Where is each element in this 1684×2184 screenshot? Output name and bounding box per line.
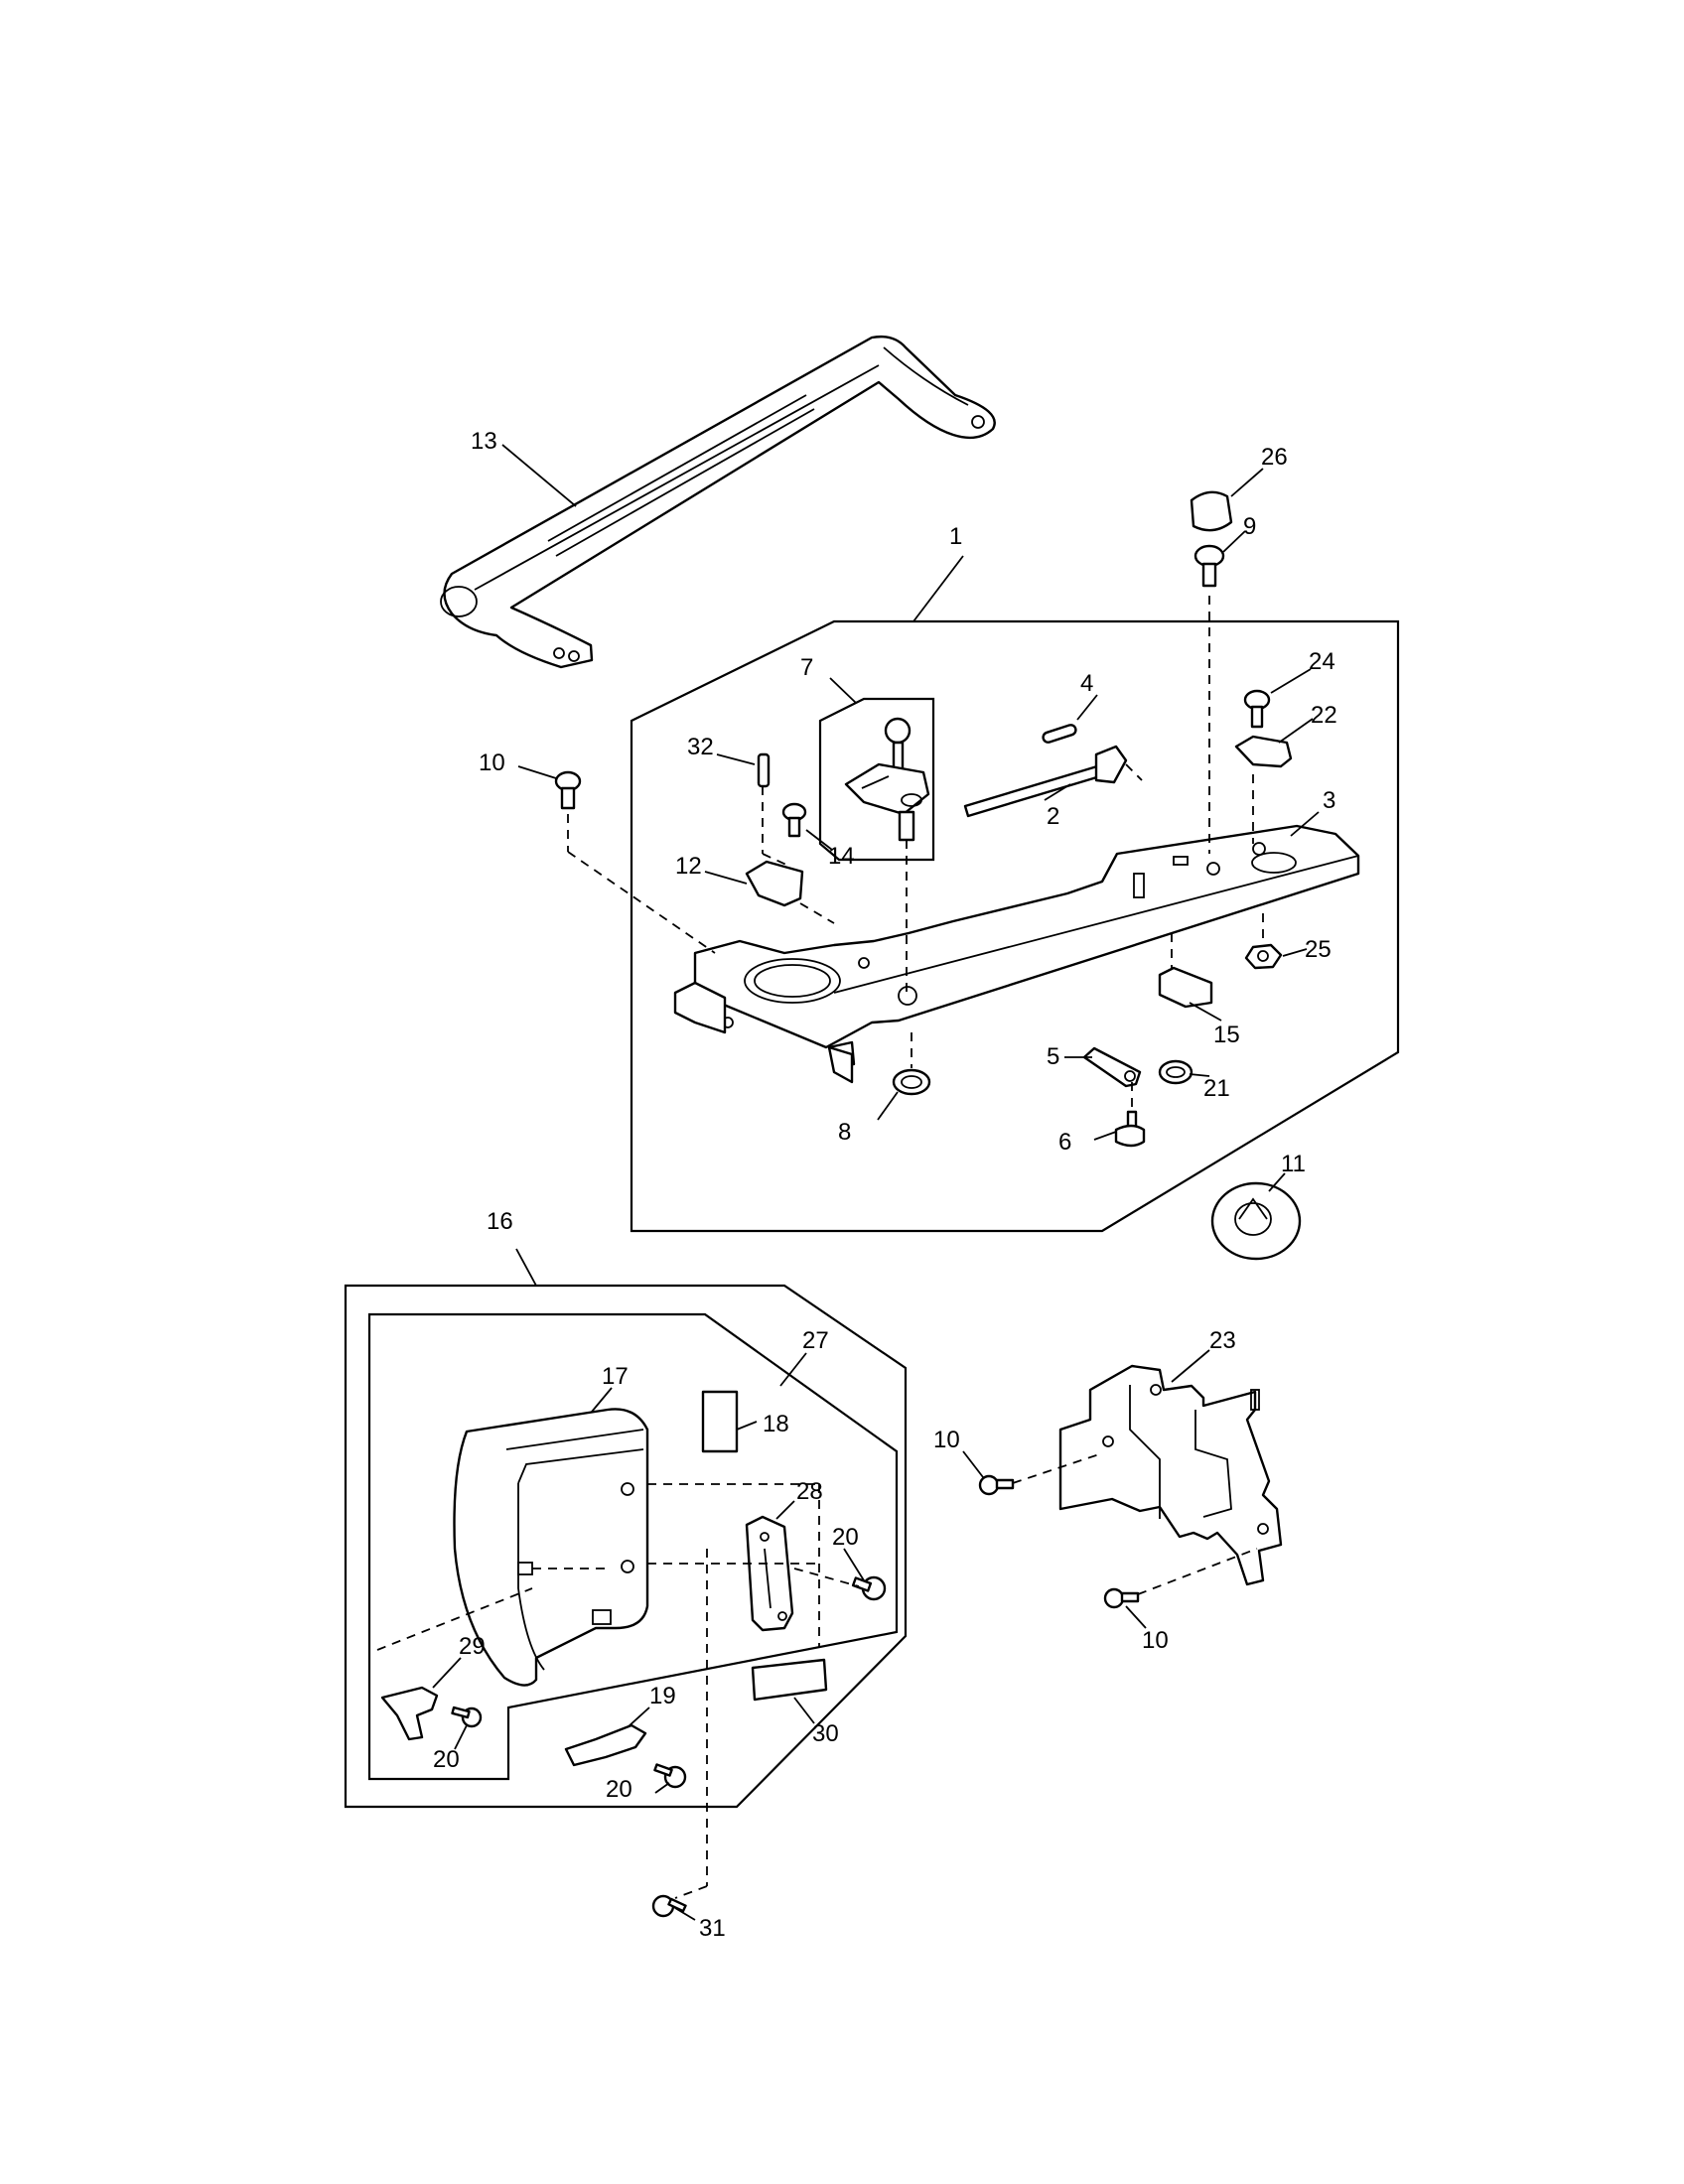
callout-17: 17: [602, 1363, 629, 1390]
part-16-group-outline: [344, 1284, 908, 1809]
bracket: [1234, 735, 1293, 768]
screw: [1103, 1587, 1140, 1609]
latch: [380, 1686, 439, 1741]
part-27-group-outline: [367, 1312, 899, 1781]
mounting-bracket: [1058, 1364, 1283, 1586]
screw: [1114, 1110, 1146, 1148]
callout-5: 5: [1047, 1043, 1059, 1070]
callout-10: 10: [479, 750, 505, 776]
callout-3: 3: [1323, 787, 1335, 814]
callout-25: 25: [1305, 936, 1332, 963]
screw: [978, 1474, 1015, 1496]
hinge-plate: [745, 1515, 794, 1632]
callout-27: 27: [802, 1327, 829, 1354]
knob: [1158, 966, 1213, 1009]
callout-21: 21: [1203, 1075, 1230, 1102]
callout-12: 12: [675, 853, 702, 880]
callout-26: 26: [1261, 444, 1288, 471]
callout-20: 20: [606, 1776, 632, 1803]
screw: [451, 1706, 483, 1728]
callout-6: 6: [1058, 1129, 1071, 1156]
part-7-group-outline: [818, 697, 935, 862]
callout-13: 13: [471, 428, 497, 455]
nut: [1244, 943, 1283, 970]
callout-31: 31: [699, 1915, 726, 1942]
screw: [781, 802, 807, 838]
pin: [757, 752, 771, 788]
callout-29: 29: [459, 1633, 486, 1660]
part-1-group-outline: [630, 619, 1400, 1233]
screw: [653, 1763, 687, 1789]
main-base-plate: [673, 824, 1360, 1084]
callout-16: 16: [487, 1208, 513, 1235]
callout-10: 10: [1142, 1627, 1169, 1654]
callout-labels: 13 26 9 1 7 4 24 22 32 10 2 3 14 12 25 1…: [433, 428, 1337, 1942]
carrying-handle: [440, 335, 996, 669]
pin: [1042, 724, 1077, 744]
label: [701, 1390, 739, 1453]
callout-9: 9: [1243, 513, 1256, 540]
callout-20: 20: [433, 1746, 460, 1773]
callout-24: 24: [1309, 648, 1335, 675]
callout-15: 15: [1213, 1022, 1240, 1048]
clip: [564, 1723, 647, 1767]
callout-11: 11: [1281, 1151, 1306, 1177]
front-cover: [453, 1408, 649, 1687]
callout-23: 23: [1209, 1327, 1236, 1354]
label: [751, 1658, 828, 1702]
callout-18: 18: [763, 1411, 789, 1437]
callout-32: 32: [687, 734, 714, 760]
washer: [1158, 1059, 1193, 1085]
callout-10: 10: [933, 1427, 960, 1453]
clip: [745, 860, 804, 907]
wheel: [1210, 1181, 1302, 1261]
shaft: [963, 745, 1128, 818]
screw: [651, 1894, 687, 1918]
callout-22: 22: [1311, 702, 1337, 729]
lever: [1082, 1046, 1142, 1088]
screw: [554, 770, 582, 810]
callout-20: 20: [832, 1524, 859, 1551]
screw: [1193, 544, 1225, 588]
callout-30: 30: [812, 1720, 839, 1747]
callout-2: 2: [1047, 803, 1059, 830]
callout-4: 4: [1080, 670, 1093, 697]
callout-14: 14: [828, 843, 855, 870]
callout-7: 7: [800, 654, 813, 681]
retaining-ring: [892, 1068, 931, 1096]
callout-28: 28: [796, 1478, 823, 1505]
cap: [1190, 490, 1233, 532]
screw: [851, 1575, 887, 1601]
callout-1: 1: [949, 523, 962, 550]
stitch-selector-assembly: [844, 717, 930, 842]
screw: [1243, 689, 1271, 729]
callout-19: 19: [649, 1683, 676, 1709]
callout-8: 8: [838, 1119, 851, 1146]
